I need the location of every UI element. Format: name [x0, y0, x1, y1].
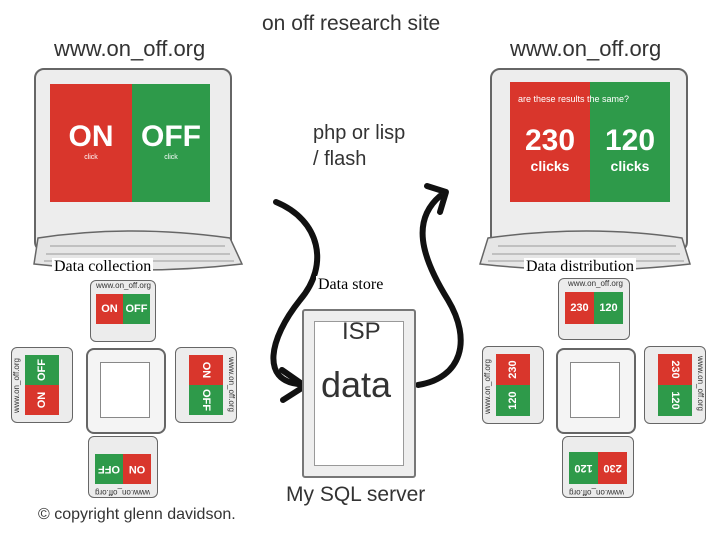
on-count-unit: clicks [530, 158, 570, 174]
caption-store: Data store [316, 276, 386, 294]
result-on-panel: 230 clicks [510, 82, 590, 202]
caption-collection: Data collection [52, 258, 154, 276]
small-off: OFF [189, 385, 223, 415]
collect-hub-hole [100, 362, 150, 418]
sql-server [302, 309, 416, 478]
small-count-off: 120 [569, 452, 598, 484]
small-count-on: 230 [565, 292, 594, 324]
results-question: are these results the same? [518, 94, 630, 104]
small-on: ON [123, 454, 151, 484]
small-count-on: 230 [496, 354, 530, 385]
small-off: OFF [25, 355, 59, 385]
small-monitor-dist-left: www.on_off.org 120 230 [482, 346, 544, 424]
server-panel [314, 321, 404, 466]
small-on: ON [189, 355, 223, 385]
small-url: www.on_off.org [696, 356, 705, 411]
small-count-off: 120 [594, 292, 623, 324]
tech-line-1: php or lisp [313, 122, 406, 144]
off-label: OFF [141, 120, 201, 153]
arrow-to-server [270, 199, 321, 387]
small-url: www.on_off.org [96, 281, 151, 290]
left-monitor-url: www.on_off.org [54, 36, 206, 61]
small-monitor-collect-right: www.on_off.org ON OFF [175, 347, 237, 423]
dist-hub-hole [570, 362, 620, 418]
small-monitor-dist-top: www.on_off.org 230 120 [558, 278, 630, 340]
off-click-label: click [164, 154, 178, 161]
on-count: 230 [524, 124, 576, 157]
arrow-to-display-head [424, 183, 449, 215]
small-off: OFF [95, 454, 123, 484]
caption-distribution: Data distribution [524, 258, 636, 276]
small-on: ON [96, 294, 123, 324]
small-count-off: 120 [496, 385, 530, 416]
site-title: on off research site [262, 12, 441, 35]
small-monitor-collect-bottom: www.on_off.org ON OFF [88, 436, 158, 498]
copyright: © copyright glenn davidson. [38, 506, 236, 523]
small-monitor-collect-top: www.on_off.org ON OFF [90, 280, 156, 342]
small-monitor-dist-bottom: www.on_off.org 230 120 [562, 436, 634, 498]
server-name: My SQL server [286, 483, 426, 506]
small-url: www.on_off.org [12, 358, 21, 413]
tech-label: php or lisp / flash [313, 120, 405, 172]
result-off-panel: 120 clicks [590, 82, 670, 202]
small-on: ON [25, 385, 59, 415]
small-off: OFF [123, 294, 150, 324]
data-label: data [321, 364, 392, 405]
small-monitor-collect-left: www.on_off.org ON OFF [11, 347, 73, 423]
on-label: ON [68, 120, 114, 153]
small-monitor-dist-right: www.on_off.org 230 120 [644, 346, 706, 424]
small-count-on: 230 [598, 452, 627, 484]
small-url: www.on_off.org [95, 488, 150, 497]
on-click-label: click [84, 154, 98, 161]
right-monitor: www.on_off.org 230 clicks 120 clicks are… [478, 36, 691, 286]
small-count-off: 120 [658, 385, 692, 416]
off-button[interactable]: OFF click [132, 84, 210, 202]
right-monitor-url: www.on_off.org [510, 36, 662, 61]
isp-label: ISP [342, 318, 381, 345]
small-url: www.on_off.org [227, 357, 236, 412]
small-url: www.on_off.org [483, 359, 492, 414]
off-count: 120 [604, 124, 656, 157]
off-count-unit: clicks [610, 158, 650, 174]
on-button[interactable]: ON click [50, 84, 132, 202]
arrow-to-display [415, 193, 464, 388]
tech-line-2: / flash [313, 148, 367, 170]
small-url: www.on_off.org [568, 279, 623, 288]
small-url: www.on_off.org [569, 488, 624, 497]
small-count-on: 230 [658, 354, 692, 385]
